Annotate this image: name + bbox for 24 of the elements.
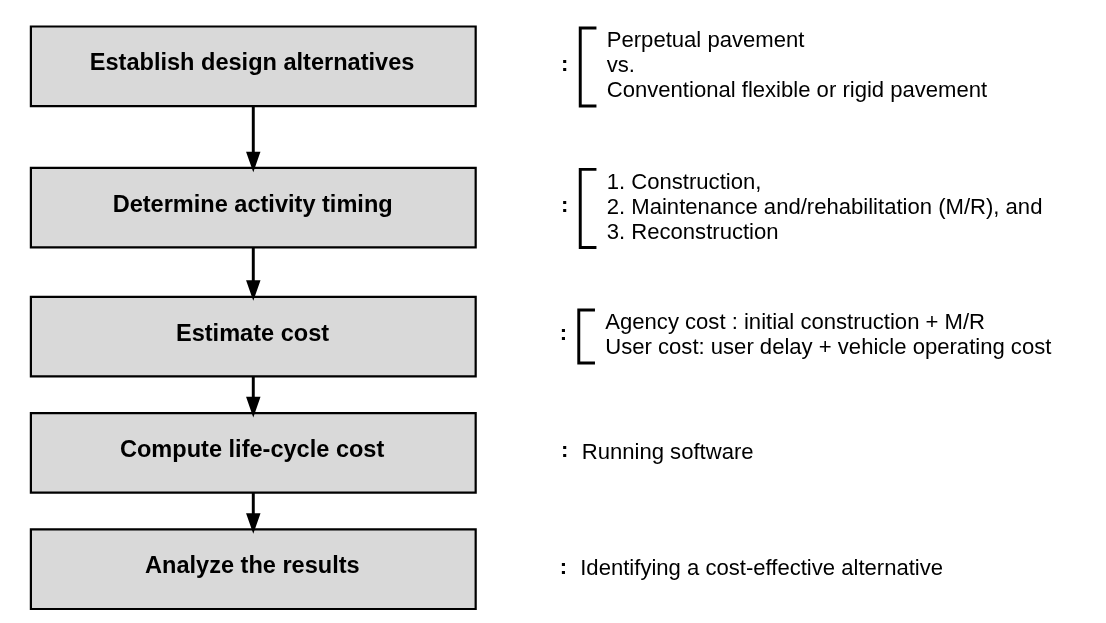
arrow — [246, 247, 261, 301]
node-label: vs. — [606, 52, 635, 78]
node-label: Perpetual pavement — [606, 27, 805, 53]
node-box: Establish design alternatives — [29, 25, 477, 108]
node-label: : — [561, 192, 569, 218]
node-label: Running software — [581, 438, 754, 464]
node-label: : — [559, 553, 567, 579]
node-label: Identifying a cost-effective alternative — [580, 555, 944, 581]
node-label: 1. Construction, — [606, 168, 762, 194]
node-box: Estimate cost — [29, 295, 477, 378]
node-label: : — [559, 320, 567, 346]
node-label: : — [561, 50, 569, 76]
node-box: Compute life-cycle cost — [29, 412, 477, 494]
node-label: User cost: user delay + vehicle operating cost — [605, 334, 1052, 360]
node-box: Determine activity timing — [29, 166, 477, 249]
node-label: : — [561, 437, 569, 463]
node-label: 2. Maintenance and/rehabilitation (M/R), and — [606, 193, 1043, 219]
node-label: Conventional flexible or rigid pavement — [606, 77, 988, 103]
node-box: Analyze the results — [29, 528, 477, 611]
arrow — [246, 492, 261, 534]
arrow — [246, 376, 261, 418]
arrow — [246, 106, 261, 173]
node-label: Agency cost : initial construction + M/R — [605, 309, 986, 335]
node-label: 3. Reconstruction — [606, 218, 779, 244]
